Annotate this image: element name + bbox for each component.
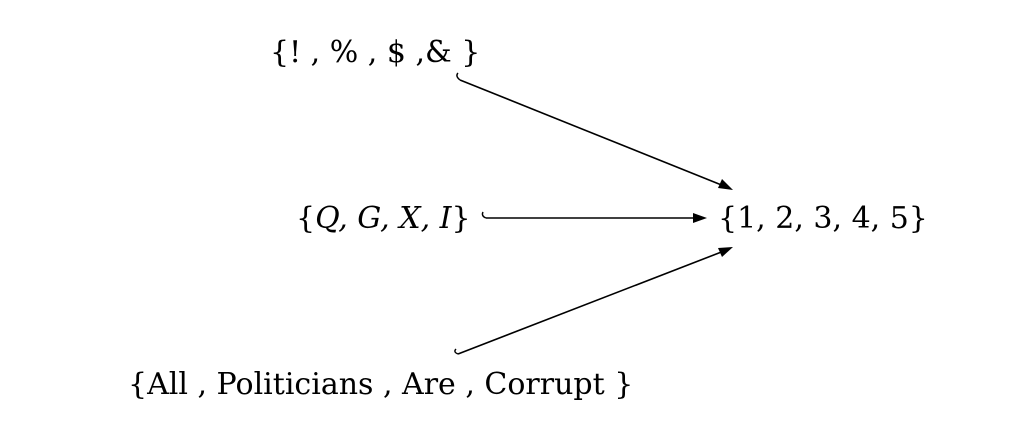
source-set-letters: {Q, G, X, I}: [296, 201, 471, 236]
edge-words-line: [457, 250, 725, 355]
edge-words-hook: [454, 348, 459, 355]
edge-words-to-numbers: [454, 247, 733, 355]
source-set-symbols: {! , % , $ ,& }: [270, 35, 480, 70]
edge-symbols-arrowhead: [718, 179, 733, 190]
edge-words-arrowhead: [718, 247, 733, 257]
edge-symbols-hook: [456, 72, 461, 81]
edge-symbols-to-numbers: [456, 72, 733, 190]
edge-letters-to-numbers: [481, 211, 707, 223]
edge-letters-hook: [481, 211, 487, 219]
edge-symbols-line: [459, 79, 725, 187]
target-set-numbers: {1, 2, 3, 4, 5}: [718, 201, 928, 236]
letters-close-brace: }: [452, 201, 471, 236]
letters-content: Q, G, X, I: [315, 201, 453, 236]
letters-open-brace: {: [296, 201, 315, 236]
source-set-words: {All , Politicians , Are , Corrupt }: [128, 367, 633, 402]
edge-letters-arrowhead: [693, 213, 707, 223]
